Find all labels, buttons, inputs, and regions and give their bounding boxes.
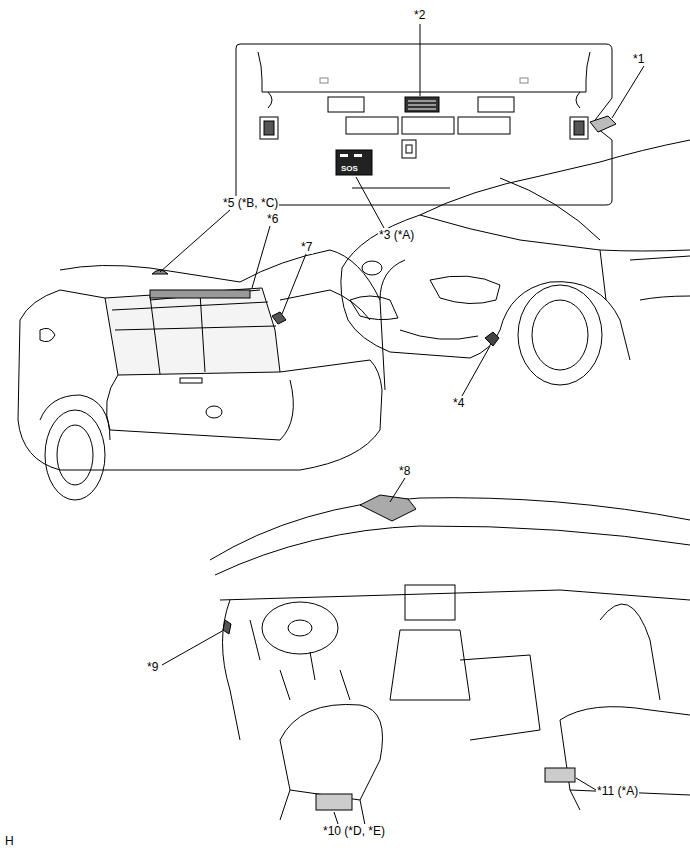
callout-number: *3 (*A) — [378, 228, 415, 242]
callout-number: *4 — [452, 396, 465, 410]
figure-code: H — [4, 834, 15, 848]
callout-number: *2 — [413, 8, 426, 22]
callout-number: *5 (*B, *C) — [222, 196, 279, 210]
interior — [210, 495, 690, 825]
callout-number: *8 — [398, 464, 411, 478]
callout-number: *10 (*D, *E) — [322, 824, 386, 838]
overhead-console-inset — [236, 44, 612, 205]
callout-number: *6 — [266, 212, 279, 226]
callout-number: *1 — [632, 52, 645, 66]
rear-vehicle — [18, 250, 385, 500]
leader-lines — [160, 24, 644, 824]
callout-number: *7 — [300, 240, 313, 254]
button-marking: SOS — [340, 164, 359, 173]
callout-number: *9 — [146, 660, 159, 674]
callout-number: *11 (*A) — [596, 784, 639, 798]
front-vehicle — [341, 116, 690, 385]
